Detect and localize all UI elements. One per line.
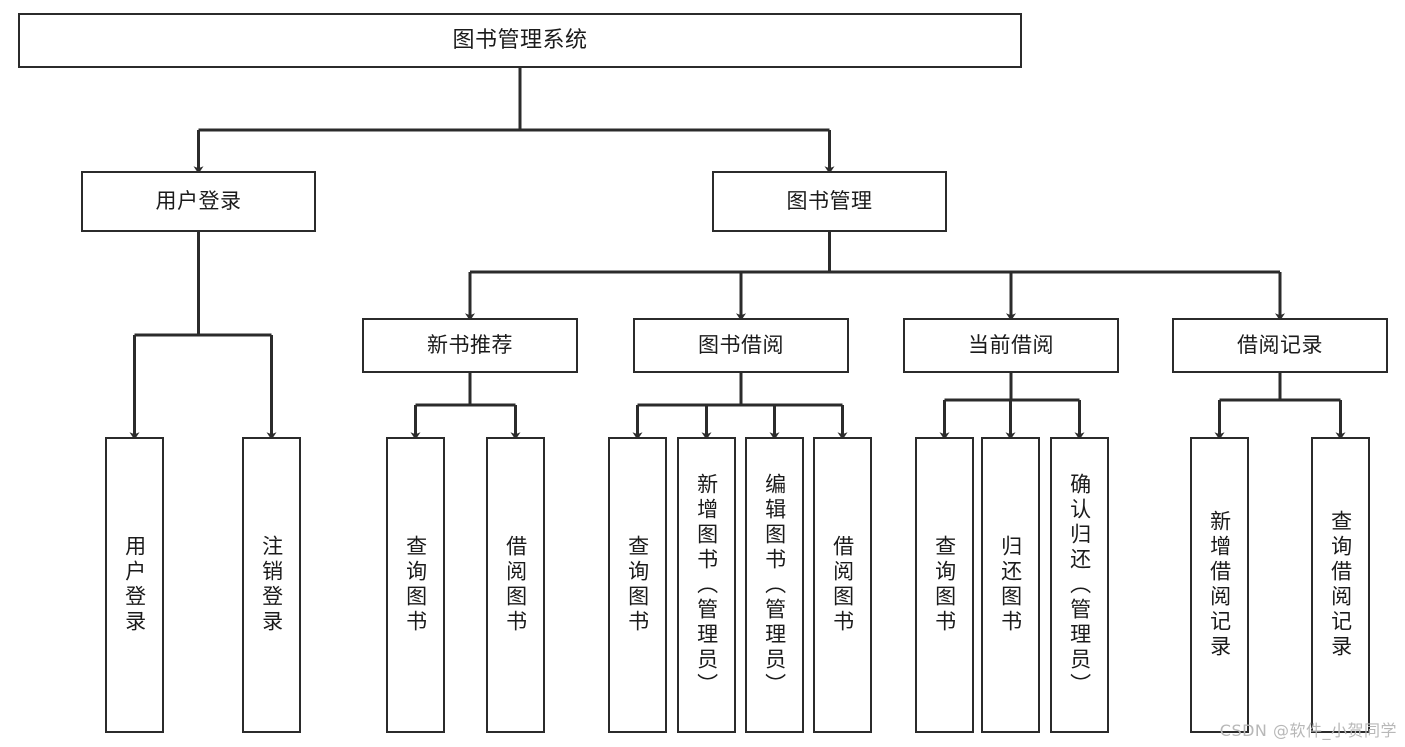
node-label: 图书借阅 bbox=[698, 333, 784, 358]
node-label: 查询图书 bbox=[403, 535, 428, 635]
node-current-borrow[interactable]: 当前借阅 bbox=[903, 318, 1119, 373]
node-book-borrow[interactable]: 图书借阅 bbox=[633, 318, 849, 373]
node-root[interactable]: 图书管理系统 bbox=[18, 13, 1022, 68]
node-label: 当前借阅 bbox=[968, 333, 1054, 358]
node-label: 新书推荐 bbox=[427, 333, 513, 358]
node-label: 新增图书（管理员） bbox=[694, 472, 719, 698]
node-leaf-add-book[interactable]: 新增图书（管理员） bbox=[677, 437, 736, 733]
node-label: 查询图书 bbox=[932, 535, 957, 635]
csdn-watermark: CSDN @软件_小贺同学 bbox=[1219, 721, 1397, 740]
node-leaf-add-record[interactable]: 新增借阅记录 bbox=[1190, 437, 1249, 733]
node-leaf-query-record[interactable]: 查询借阅记录 bbox=[1311, 437, 1370, 733]
node-label: 新增借阅记录 bbox=[1207, 510, 1232, 660]
node-label: 归还图书 bbox=[998, 535, 1023, 635]
node-leaf-query-book-3[interactable]: 查询图书 bbox=[915, 437, 974, 733]
node-leaf-return-book[interactable]: 归还图书 bbox=[981, 437, 1040, 733]
node-label: 查询借阅记录 bbox=[1328, 510, 1353, 660]
node-label: 查询图书 bbox=[625, 535, 650, 635]
node-label: 用户登录 bbox=[122, 535, 147, 635]
node-label: 图书管理系统 bbox=[452, 27, 588, 53]
node-label: 借阅图书 bbox=[503, 535, 528, 635]
node-leaf-borrow-book-1[interactable]: 借阅图书 bbox=[486, 437, 545, 733]
node-label: 借阅记录 bbox=[1237, 333, 1323, 358]
node-book-manage[interactable]: 图书管理 bbox=[712, 171, 947, 232]
node-borrow-record[interactable]: 借阅记录 bbox=[1172, 318, 1388, 373]
node-label: 图书管理 bbox=[786, 189, 873, 214]
node-leaf-edit-book[interactable]: 编辑图书（管理员） bbox=[745, 437, 804, 733]
node-label: 借阅图书 bbox=[830, 535, 855, 635]
node-leaf-confirm-return[interactable]: 确认归还（管理员） bbox=[1050, 437, 1109, 733]
node-leaf-query-book-1[interactable]: 查询图书 bbox=[386, 437, 445, 733]
node-label: 编辑图书（管理员） bbox=[762, 472, 787, 698]
edge-layer bbox=[129, 68, 1346, 440]
node-leaf-query-book-2[interactable]: 查询图书 bbox=[608, 437, 667, 733]
node-leaf-user-logout[interactable]: 注销登录 bbox=[242, 437, 301, 733]
node-leaf-borrow-book-2[interactable]: 借阅图书 bbox=[813, 437, 872, 733]
node-user-login[interactable]: 用户登录 bbox=[81, 171, 316, 232]
node-leaf-user-login[interactable]: 用户登录 bbox=[105, 437, 164, 733]
node-label: 注销登录 bbox=[259, 535, 284, 635]
node-label: 确认归还（管理员） bbox=[1067, 472, 1092, 698]
node-new-book-rec[interactable]: 新书推荐 bbox=[362, 318, 578, 373]
node-label: 用户登录 bbox=[155, 189, 242, 214]
